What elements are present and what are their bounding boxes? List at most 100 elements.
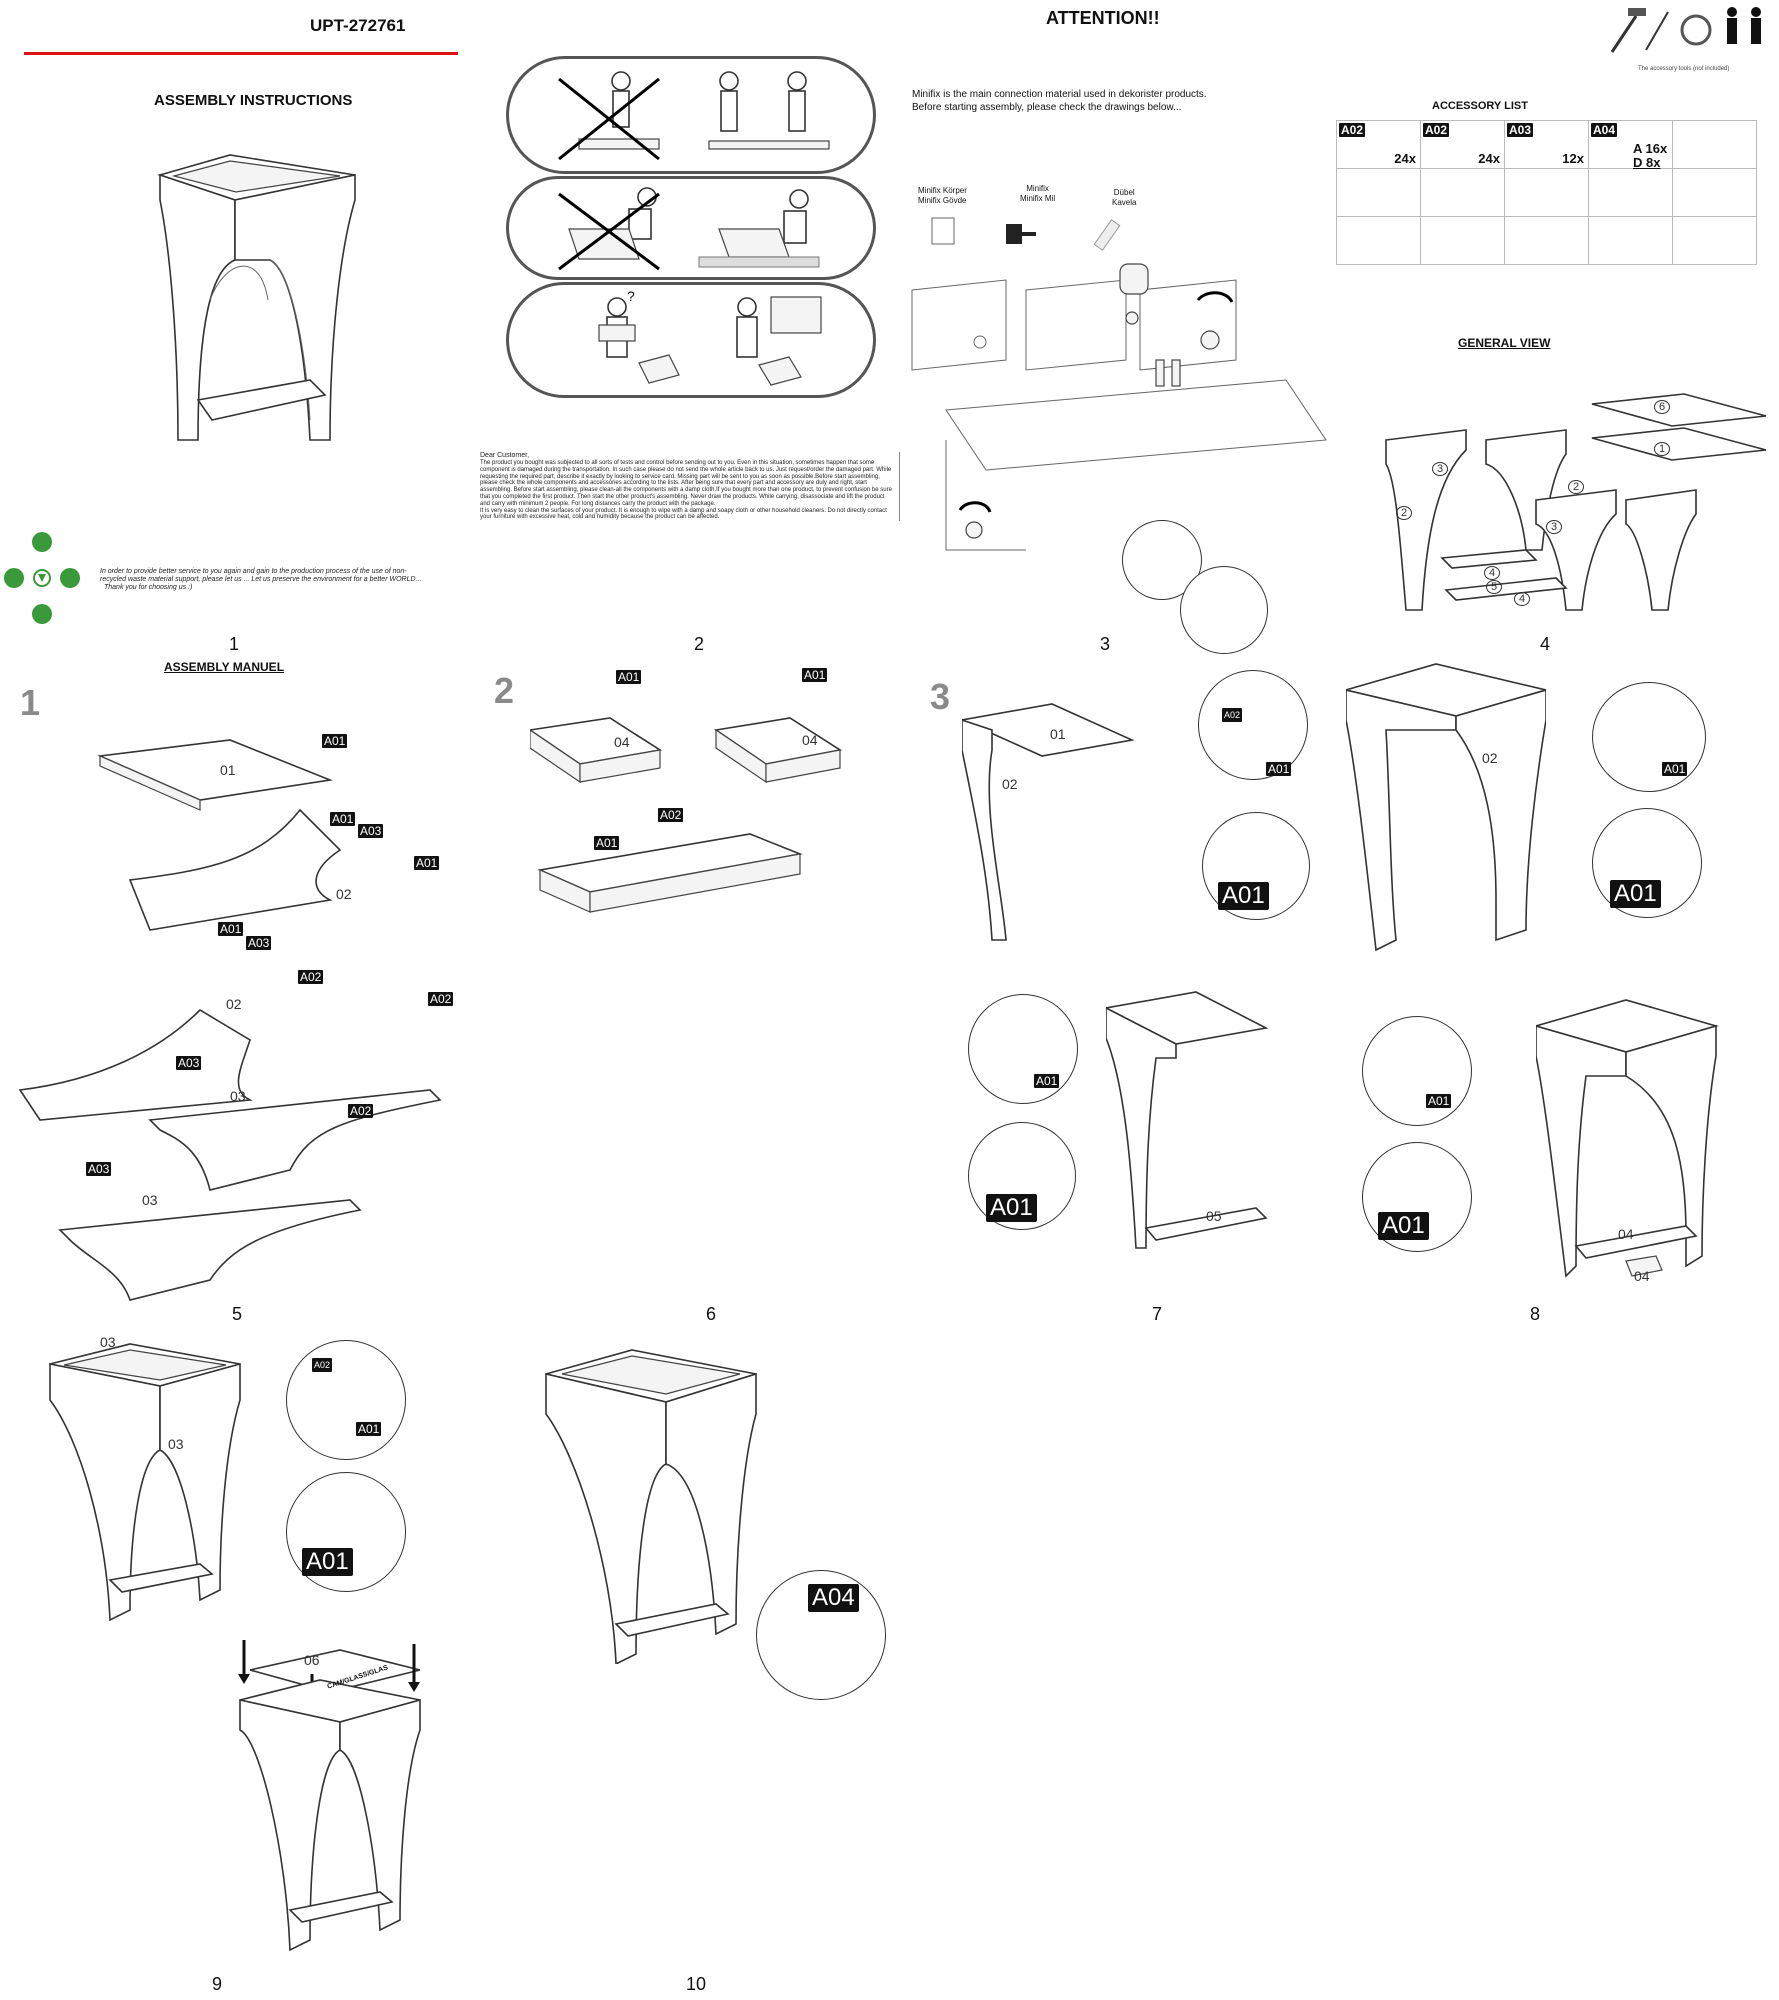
fitting-tag-a03: A03 [86, 1162, 112, 1176]
gv-part-2b: 2 [1568, 480, 1584, 494]
part-06: 06 [304, 1652, 320, 1668]
step-number: 1 [20, 682, 41, 723]
fitting-tag-a04: A04 [808, 1584, 859, 1612]
dowel-label: Dübel Kavela [1112, 188, 1137, 207]
page-number: 5 [232, 1304, 243, 1324]
fitting-tag-a03: A03 [358, 824, 384, 838]
fitting-tag-a01: A01 [802, 668, 828, 682]
tools-note: The accessory tools (not included) [1638, 66, 1730, 72]
minifix-pin-label: Minifix Minifix Mil [1020, 184, 1056, 203]
part-04b: 04 [802, 732, 818, 748]
gv-part-4: 4 [1484, 566, 1500, 580]
part-02: 02 [336, 886, 352, 902]
gv-part-5: 5 [1486, 580, 1502, 594]
step3-full-frame [1536, 999, 1719, 1278]
svg-text:?: ? [627, 288, 635, 304]
part-04: 04 [614, 734, 630, 750]
step-number: 2 [494, 670, 515, 711]
final-panel: A04 10 [480, 1330, 900, 2000]
minifix-diagram [911, 217, 1327, 551]
fitting-tag-a02: A02 [312, 1358, 333, 1372]
fitting-tag-a02: A02 [428, 992, 454, 1006]
fitting-tag-a01-large: A01 [1378, 1212, 1429, 1240]
fitting-tag-a01: A01 [594, 836, 620, 850]
attention-title: ATTENTION!! [1046, 8, 1160, 28]
fitting-tag-a02: A02 [348, 1104, 374, 1118]
part-03: 03 [100, 1334, 116, 1350]
minifix-intro: Minifix is the main connection material … [912, 89, 1207, 113]
step-number: 3 [930, 676, 951, 717]
fitting-tag-a01: A01 [1426, 1094, 1452, 1108]
assembly-title: ASSEMBLY MANUEL [164, 660, 285, 674]
instructions-illustration: ? [598, 288, 822, 386]
step3b-panel: 02 A01 A01 A01 A01 04 04 8 [1336, 660, 1779, 1330]
page-number: 9 [212, 1974, 223, 1994]
gv-part-2: 2 [1396, 506, 1412, 520]
part-05: 05 [1206, 1208, 1222, 1224]
page-number: 8 [1530, 1304, 1541, 1324]
header-rule [24, 52, 458, 55]
table-illustration [157, 154, 356, 441]
fitting-tag-a01: A01 [218, 922, 244, 936]
dear-customer-note: Dear Customer, The product you bought wa… [480, 452, 900, 522]
fitting-tag-a02: A02 [658, 808, 684, 822]
part-02: 02 [1002, 776, 1018, 792]
detail-minifix [968, 994, 1078, 1104]
part-04b: 04 [1634, 1268, 1650, 1284]
page-number: 6 [706, 1304, 717, 1324]
page-number: 7 [1152, 1304, 1163, 1324]
step3-side-assembly [962, 703, 1135, 941]
page-number: 1 [229, 634, 240, 654]
step4-panel: 03 03 A02 A01 A01 06 CAM/GLASS/GLAS 9 [0, 1330, 470, 2000]
part-03: 03 [230, 1088, 246, 1104]
accessory-title: ACCESSORY LIST [1432, 100, 1528, 112]
gv-part-3b: 3 [1546, 520, 1562, 534]
detail-minifix [1198, 670, 1308, 780]
fitting-tag-a03: A03 [176, 1056, 202, 1070]
fitting-tag-a01-large: A01 [1610, 880, 1661, 908]
accessory-cell: A02 24x [1336, 120, 1421, 169]
detail-minifix [1362, 1016, 1472, 1126]
fitting-tag-a01: A01 [1662, 762, 1688, 776]
warnings-panel: ? Dear Customer, The product you bought … [480, 0, 900, 660]
carry-illustration [558, 71, 830, 161]
fitting-tag-a01: A01 [330, 812, 356, 826]
recycle-icon [4, 532, 80, 624]
part-03b: 03 [168, 1436, 184, 1452]
step1-exploded [18, 739, 442, 1301]
step3-shelf-assembly [1106, 991, 1269, 1249]
fitting-tag-a01-large: A01 [302, 1548, 353, 1576]
page-number: 4 [1540, 634, 1551, 654]
fitting-tag-a02: A02 [298, 970, 324, 984]
step2-exploded [530, 717, 843, 913]
accessory-panel: The accessory tools (not included) ACCES… [1336, 0, 1779, 660]
glass-top-insert [238, 1640, 421, 1952]
exploded-view [1385, 393, 1767, 611]
accessory-cell: A03 12x [1504, 120, 1589, 169]
gv-part-3: 3 [1432, 462, 1448, 476]
step3-panel: 3 01 02 A02 A01 A01 A01 A01 05 7 [906, 660, 1326, 1330]
part-03b: 03 [142, 1192, 158, 1208]
warning-instructions: ? [506, 282, 876, 398]
accessory-cell: A02 24x [1420, 120, 1505, 169]
detail-minifix [286, 1340, 406, 1460]
part-02: 02 [1482, 750, 1498, 766]
gv-part-6: 6 [1654, 400, 1670, 414]
step1-panel: ASSEMBLY MANUEL 1 01 02 02 03 03 A01 A01… [0, 660, 470, 1330]
part-02b: 02 [226, 996, 242, 1012]
cover-title: ASSEMBLY INSTRUCTIONS [154, 92, 353, 109]
step3-frame [1346, 663, 1546, 952]
fitting-tag-a01: A01 [322, 734, 348, 748]
cover-panel: UPT-272761 ASSEMBLY INSTRUCTIONS In orde… [0, 0, 470, 660]
floor-illustration [558, 187, 820, 271]
general-view-title: GENERAL VIEW [1458, 336, 1551, 350]
fitting-tag-a01-large: A01 [1218, 882, 1269, 910]
accessory-cell [1672, 120, 1757, 169]
part-01: 01 [1050, 726, 1066, 742]
eco-note: In order to provide better service to yo… [100, 568, 422, 591]
fitting-tag-a01: A01 [1034, 1074, 1060, 1088]
fitting-tag-a01: A01 [616, 670, 642, 684]
fitting-tag-a03: A03 [246, 936, 272, 950]
fitting-tag-a01-large: A01 [986, 1194, 1037, 1222]
warning-floor [506, 176, 876, 280]
